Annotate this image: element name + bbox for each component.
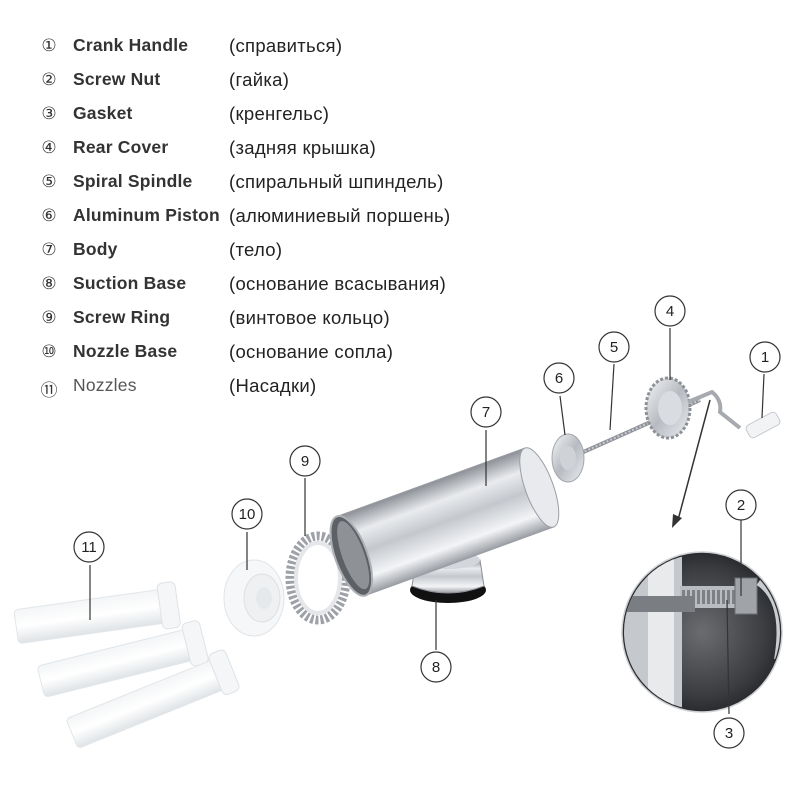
legend-english: Nozzle Base [73, 341, 178, 361]
legend-row: ⑦ Body (тело) [38, 236, 508, 270]
callout-11: 11 [73, 531, 105, 563]
legend-number: ⑧ [41, 274, 57, 294]
svg-text:11: 11 [81, 539, 97, 556]
legend-number: ⑨ [41, 308, 57, 328]
svg-text:2: 2 [737, 497, 745, 514]
svg-text:8: 8 [432, 659, 440, 676]
legend-number: ⑦ [41, 240, 57, 260]
legend-russian: (задняя крышка) [229, 137, 377, 158]
svg-text:9: 9 [301, 453, 309, 470]
legend-english: Gasket [73, 103, 133, 123]
legend-russian: (гайка) [229, 69, 290, 90]
legend-row: ⑩ Nozzle Base (основание сопла) [38, 338, 508, 372]
callout-7: 7 [470, 396, 502, 428]
legend-number: ④ [41, 138, 57, 158]
callout-4: 4 [654, 295, 686, 327]
legend-english: Suction Base [73, 273, 187, 293]
nozzles [13, 581, 240, 748]
svg-text:4: 4 [666, 303, 674, 320]
legend-row: ④ Rear Cover (задняя крышка) [38, 134, 508, 168]
legend-english: Rear Cover [73, 137, 169, 157]
legend-english: Crank Handle [73, 35, 189, 55]
legend-russian: (основание всасывания) [229, 273, 447, 294]
legend-number: ⑥ [41, 206, 57, 226]
legend-number: ① [41, 36, 57, 56]
legend-russian: (винтовое кольцо) [229, 307, 390, 328]
nozzle-base [223, 559, 285, 637]
zoom-detail [621, 551, 783, 713]
callout-9: 9 [289, 445, 321, 477]
callout-5: 5 [598, 331, 630, 363]
legend-english: Spiral Spindle [73, 171, 193, 191]
legend-russian: (тело) [229, 239, 283, 260]
legend-row: ⑥ Aluminum Piston (алюминиевый поршень) [38, 202, 508, 236]
leader-lines [89, 328, 765, 715]
legend-row: ⑤ Spiral Spindle (спиральный шпиндель) [38, 168, 508, 202]
callout-3: 3 [713, 717, 745, 749]
svg-text:5: 5 [610, 339, 618, 356]
legend-row: ② Screw Nut (гайка) [38, 66, 508, 100]
legend-row: ⑧ Suction Base (основание всасывания) [38, 270, 508, 304]
rear-cover [644, 376, 692, 440]
legend-number: ⑪ [40, 381, 58, 401]
legend-english: Nozzles [73, 375, 137, 395]
legend-russian: (справиться) [229, 35, 343, 56]
callout-8: 8 [420, 651, 452, 683]
legend-english: Aluminum Piston [73, 205, 220, 225]
legend-russian: (кренгельс) [229, 103, 330, 124]
callout-6: 6 [543, 362, 575, 394]
crank-handle [687, 389, 781, 439]
legend-row: ① Crank Handle (справиться) [38, 32, 508, 66]
legend-row: ③ Gasket (кренгельс) [38, 100, 508, 134]
svg-text:3: 3 [725, 725, 733, 742]
legend-number: ⑤ [41, 172, 57, 192]
callout-10: 10 [231, 498, 263, 530]
callouts: 1 2 3 4 5 6 7 8 9 10 11 [73, 295, 781, 749]
legend-row: ⑪ Nozzles (Насадки) [38, 372, 508, 406]
zoom-arrow [672, 399, 711, 528]
svg-text:1: 1 [761, 349, 769, 366]
legend-russian: (основание сопла) [229, 341, 394, 362]
callout-2: 2 [725, 489, 757, 521]
legend-russian: (Насадки) [229, 375, 317, 396]
legend-russian: (алюминиевый поршень) [229, 205, 451, 226]
svg-text:6: 6 [555, 370, 563, 387]
legend-number: ③ [41, 104, 57, 124]
callout-1: 1 [749, 341, 781, 373]
svg-text:7: 7 [482, 404, 490, 421]
legend-english: Screw Nut [73, 69, 161, 89]
parts-legend: ① Crank Handle (справиться) ② Screw Nut … [38, 32, 508, 406]
body-cylinder [329, 447, 560, 597]
legend-number: ⑩ [41, 342, 57, 362]
legend-russian: (спиральный шпиндель) [229, 171, 444, 192]
legend-number: ② [41, 70, 57, 90]
svg-text:10: 10 [239, 506, 256, 523]
legend-english: Body [73, 239, 118, 259]
legend-row: ⑨ Screw Ring (винтовое кольцо) [38, 304, 508, 338]
legend-english: Screw Ring [73, 307, 171, 327]
